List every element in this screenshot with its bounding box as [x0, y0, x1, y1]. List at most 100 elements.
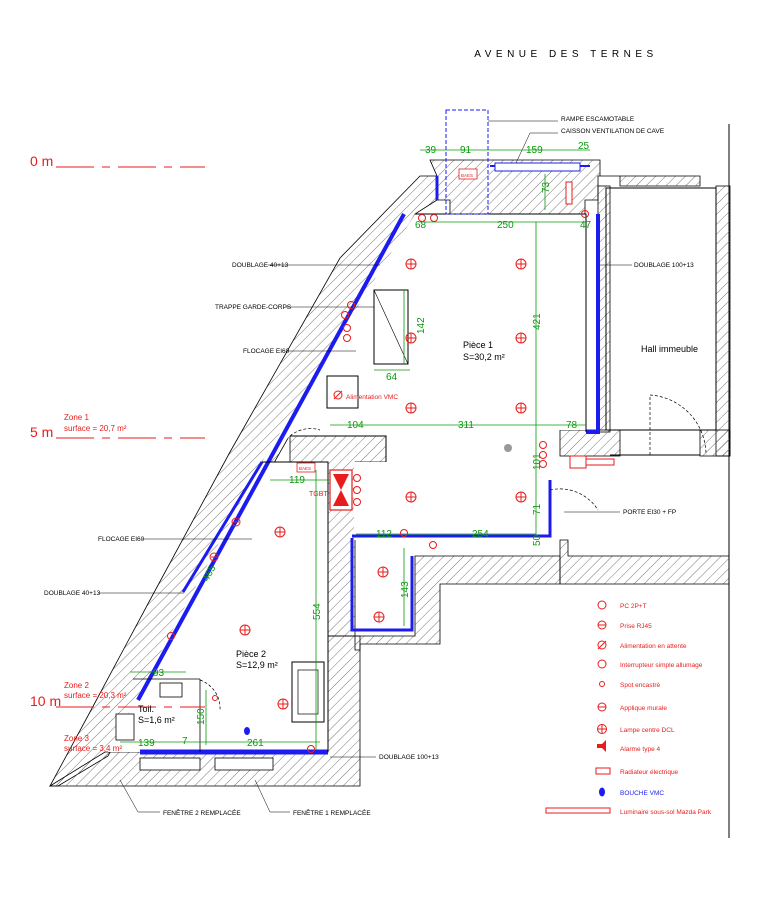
kitchen-unit: [291, 661, 325, 723]
zone-2-name: Zone 2: [64, 681, 89, 690]
zone-3-surface: surface = 3,4 m²: [64, 744, 122, 753]
dim-159: 159: [526, 145, 543, 156]
callout-doublage-100-bottom: DOUBLAGE 100+13: [379, 754, 439, 761]
level-5: 5 m: [30, 424, 53, 440]
rampe-escamotable: [445, 109, 489, 215]
legend-label-ceiling-lamp: Lampe centre DCL: [620, 727, 675, 734]
room-1-floor: [262, 214, 586, 540]
hall-bottom-wall-left: [559, 429, 621, 457]
legend-switch-icon: [597, 659, 607, 669]
legend-label-luminaire: Luminaire sous-sol Mazda Park: [620, 809, 712, 816]
right-exterior-wall: [559, 539, 730, 585]
facade-recess-1: [139, 757, 201, 771]
dim-142: 142: [416, 317, 427, 334]
dim-7: 7: [182, 736, 188, 747]
callout-caisson: CAISSON VENTILATION DE CAVE: [561, 128, 665, 135]
callout-doublage-40-top: DOUBLAGE 40+13: [232, 262, 289, 269]
legend-label-socket: PC 2P+T: [620, 603, 647, 610]
dim-64: 64: [386, 372, 398, 383]
caisson-ventilation: [494, 162, 581, 172]
door-porte-ei30[interactable]: [549, 488, 599, 511]
leader-lines: [98, 120, 632, 813]
street-name: AVENUE DES TERNES: [474, 49, 657, 60]
callout-alim-vmc: Alimentation VMC: [346, 394, 398, 401]
baes-piece-2: [296, 462, 316, 473]
zone-2-surface: surface = 20,3 m²: [64, 691, 127, 700]
dim-47: 47: [580, 220, 592, 231]
lower-right-wall: [354, 555, 561, 651]
callout-rampe: RAMPE ESCAMOTABLE: [561, 116, 635, 123]
radiator-entry: [565, 181, 573, 205]
dim-119: 119: [289, 475, 305, 486]
dim-143: 143: [400, 581, 411, 598]
zone-1-surface: surface = 20,7 m²: [64, 424, 127, 433]
dim-71: 71: [532, 503, 543, 515]
vmc-icon: [244, 727, 250, 735]
callout-flocage-top: FLOCAGE EI60: [243, 348, 290, 355]
drain-icon: [504, 444, 512, 452]
door-hall[interactable]: [649, 394, 707, 456]
baes-entry-label: BAES: [461, 173, 473, 178]
vmc-shaft: [326, 375, 359, 409]
legend-vmc-icon: [599, 787, 605, 797]
dim-254: 254: [472, 529, 489, 540]
zone-labels: Zone 1 surface = 20,7 m² Zone 2 surface …: [64, 413, 127, 753]
callout-fenetre-1: FENÊTRE 1 REMPLACÉE: [293, 808, 371, 817]
legend-power-supply-icon: [597, 640, 607, 650]
hall-right-wall: [715, 185, 731, 457]
callout-flocage-mid: FLOCAGE EI60: [98, 536, 145, 543]
dimension-lines: [120, 149, 590, 750]
callout-porte: PORTE EI30 + FP: [623, 509, 676, 516]
legend-label-switch: Interrupteur simple allumage: [620, 662, 703, 669]
legend-luminaire-icon: [545, 807, 611, 814]
callout-fenetre-2: FENÊTRE 2 REMPLACÉE: [163, 808, 241, 817]
toilet-name: Toil.: [138, 704, 154, 714]
dim-93: 93: [153, 668, 165, 679]
room-1-area: S=30,2 m²: [463, 352, 505, 362]
room-1-name: Pièce 1: [463, 340, 493, 350]
dim-91: 91: [460, 145, 472, 156]
zone-3-name: Zone 3: [64, 734, 89, 743]
toilet-area: S=1,6 m²: [138, 715, 175, 725]
dim-150: 150: [196, 708, 207, 725]
dim-112: 112: [376, 529, 392, 540]
legend-label-spot: Spot encastré: [620, 682, 660, 689]
spot-icon: [212, 695, 218, 701]
hall-name: Hall immeuble: [641, 344, 698, 354]
room-2-name: Pièce 2: [236, 649, 266, 659]
legend-label-vmc: BOUCHE VMC: [620, 790, 664, 797]
level-10: 10 m: [30, 693, 61, 709]
legend-label-rj45: Prise RJ45: [620, 623, 652, 630]
dim-104: 104: [347, 420, 364, 431]
callouts: RAMPE ESCAMOTABLE CAISSON VENTILATION DE…: [44, 116, 694, 817]
callout-doublage-40-left: DOUBLAGE 40+13: [44, 590, 101, 597]
door-piece-2[interactable]: [289, 428, 321, 437]
dim-50: 50: [532, 534, 543, 546]
dim-261: 261: [247, 738, 264, 749]
ceiling-lamp-icon: [239, 258, 527, 710]
facade-recess-2: [214, 757, 274, 771]
dim-554: 554: [312, 603, 323, 620]
dim-68: 68: [415, 220, 427, 231]
level-lines: [56, 166, 205, 708]
baes-piece-2-label: BAES: [299, 466, 311, 471]
legend-label-radiator: Radiateur électrique: [620, 769, 679, 776]
power-supply-icon: [333, 390, 343, 400]
legend-spot-icon: [599, 681, 605, 687]
hall-bottom-wall-right: [699, 429, 731, 457]
zone-1-name: Zone 1: [64, 413, 89, 422]
legend-socket-icon: [597, 600, 607, 610]
dim-421: 421: [532, 313, 543, 330]
callout-trappe: TRAPPE GARDE-CORPS: [215, 304, 292, 311]
dim-139: 139: [138, 738, 155, 749]
legend-radiator-icon: [595, 767, 611, 775]
dim-39: 39: [425, 145, 437, 156]
dim-101: 101: [532, 453, 543, 470]
dim-25: 25: [578, 141, 590, 152]
wall-light-icon: [209, 517, 286, 562]
room-2-floor: [108, 462, 328, 752]
dim-250: 250: [497, 220, 514, 231]
level-0: 0 m: [30, 153, 53, 169]
